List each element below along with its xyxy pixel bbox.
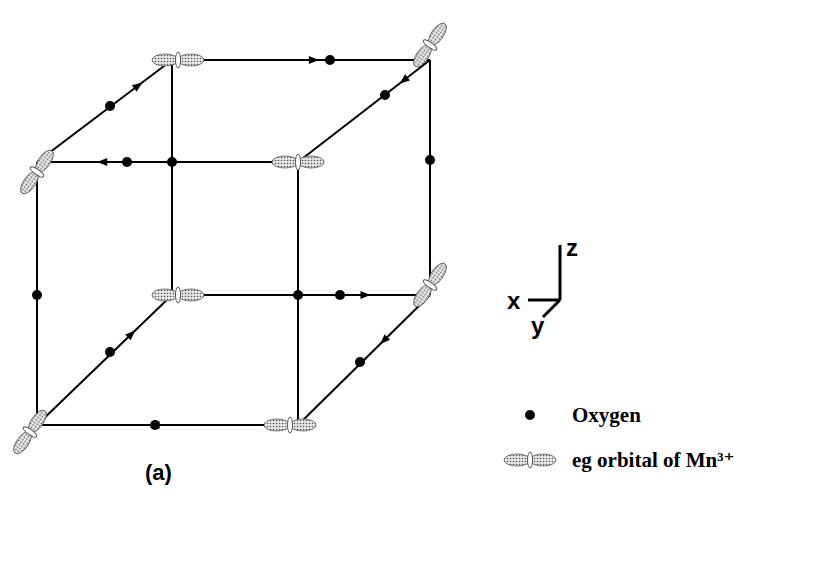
cube-edge <box>298 295 430 425</box>
arrowhead <box>380 334 390 344</box>
axis-line <box>559 245 562 300</box>
cube-edge <box>37 60 172 162</box>
oxygen-dot <box>380 90 390 100</box>
eg-orbital <box>409 259 452 311</box>
cube-edges <box>37 60 430 425</box>
arrowhead <box>400 74 410 83</box>
oxygen-dot <box>167 157 177 167</box>
eg-orbital <box>504 452 556 468</box>
eg-orbitals <box>9 19 556 468</box>
eg-orbital <box>272 154 324 170</box>
cube-edge <box>171 60 173 295</box>
oxygen-dot <box>32 290 42 300</box>
eg-orbital <box>16 146 59 198</box>
oxygen-dot <box>335 290 345 300</box>
panel-label: (a) <box>145 462 172 484</box>
cube-edge <box>172 59 430 61</box>
cube-edge <box>298 60 430 162</box>
arrowhead <box>149 421 159 429</box>
legend-text: eg orbital of Mn³⁺ <box>572 450 735 471</box>
eg-orbital <box>152 52 204 68</box>
arrowhead <box>132 82 142 91</box>
axis-line <box>543 300 560 317</box>
oxygen-atoms <box>32 55 435 430</box>
eg-orbital <box>152 287 204 303</box>
oxygen-dot <box>293 290 303 300</box>
axis-label: x <box>507 289 520 313</box>
oxygen-dot <box>150 420 160 430</box>
arrowhead <box>361 291 371 299</box>
arrowhead <box>97 158 107 166</box>
oxygen-dot <box>325 55 335 65</box>
axis-label: z <box>566 236 578 260</box>
eg-orbital <box>409 19 452 71</box>
arrowhead <box>309 56 319 64</box>
eg-orbital <box>264 417 316 433</box>
cube-edge <box>37 424 298 426</box>
oxygen-dot <box>105 101 115 111</box>
oxygen-dot <box>105 347 115 357</box>
legend-text: Oxygen <box>572 405 641 426</box>
axis-line <box>528 299 560 302</box>
axes <box>528 245 560 317</box>
cube-edge <box>429 60 431 295</box>
arrowhead <box>125 331 135 341</box>
oxygen-dot <box>122 157 132 167</box>
oxygen-dot <box>425 155 435 165</box>
oxygen-dot <box>355 357 365 367</box>
eg-orbital <box>9 406 52 458</box>
cube-edge <box>37 295 172 425</box>
arrowheads <box>97 56 410 429</box>
axis-label: y <box>531 314 544 338</box>
legend-oxygen-sample <box>525 410 535 420</box>
